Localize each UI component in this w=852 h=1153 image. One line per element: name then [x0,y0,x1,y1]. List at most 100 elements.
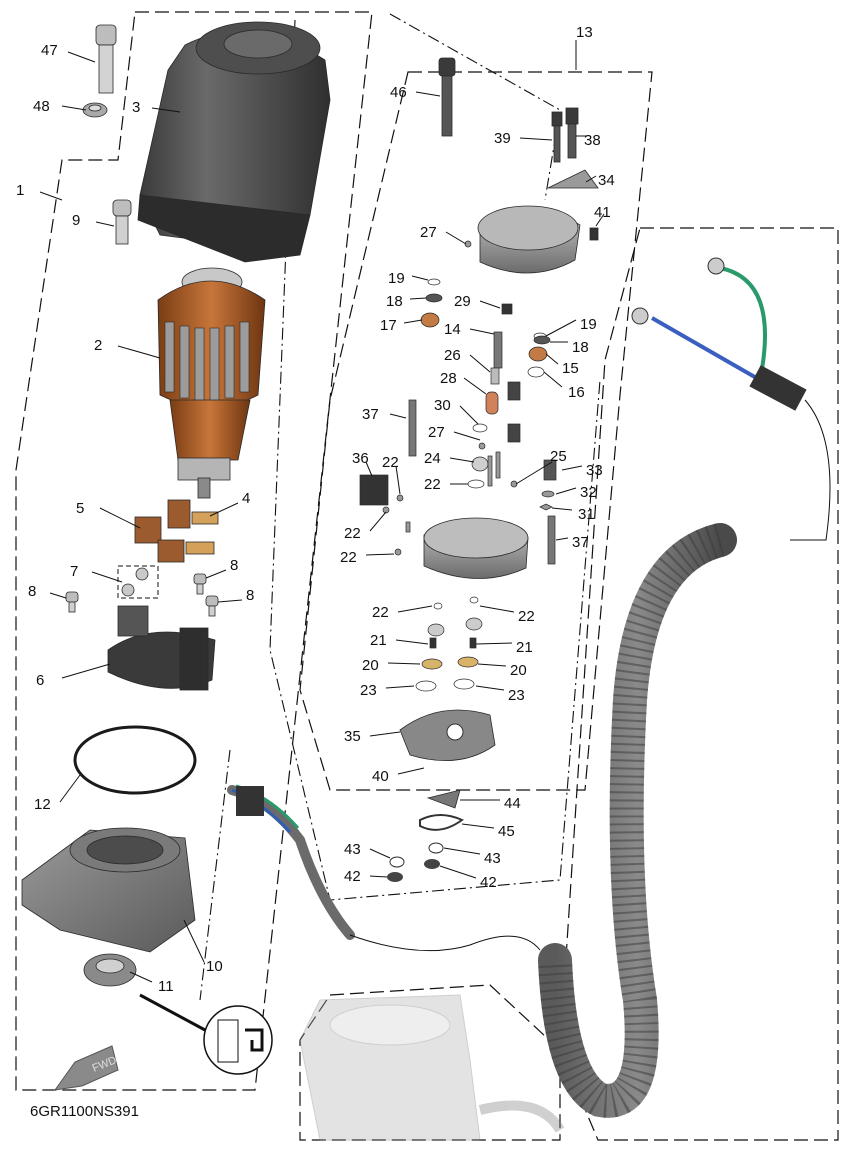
brush-holder-6 [107,605,216,691]
callout-14: 14 [444,321,461,338]
armature-2 [157,267,266,499]
brush-4 [167,499,219,529]
part-44 [426,789,461,809]
leader-line [551,507,573,511]
leader-line [387,662,421,665]
callout-2: 2 [94,337,102,354]
callout-22: 22 [344,525,361,542]
leader-line [49,592,67,599]
leader-line [453,431,481,441]
leader-line [369,731,401,737]
callout-20: 20 [362,657,379,674]
small-parts [359,240,557,692]
diagram-code: 6GR1100NS391 [30,1103,139,1120]
leader-line [117,345,161,359]
callout-33: 33 [586,462,603,479]
bolt-9 [112,199,132,245]
callout-25: 25 [550,448,567,465]
leader-line [469,328,495,335]
callout-27: 27 [428,424,445,441]
callout-4: 4 [242,490,250,507]
pump-body [423,517,529,579]
leader-line [411,275,429,281]
bolt-39 [551,111,563,163]
seal-detail-circle [139,993,273,1075]
leader-line [395,465,401,495]
leader-line [217,599,243,603]
callout-22: 22 [424,476,441,493]
leader-line [369,848,391,859]
screw-8 [65,573,219,617]
callout-27: 27 [420,224,437,241]
leader-line [403,319,423,324]
callout-43: 43 [484,850,501,867]
leader-line [477,663,507,667]
leader-line [205,569,227,579]
pump-cover [477,205,581,274]
callout-20: 20 [510,662,527,679]
leader-line [95,221,115,227]
leader-line [443,847,481,855]
callout-22: 22 [518,608,535,625]
leader-lines [39,40,605,983]
leader-line [555,537,569,541]
callout-38: 38 [584,132,601,149]
bolt-46 [438,57,456,137]
callout-47: 47 [41,42,58,59]
callout-23: 23 [360,682,377,699]
leader-line [545,319,577,337]
leader-line [585,175,597,183]
leader-line [151,107,181,113]
disc-42-left [387,872,403,882]
callout-1: 1 [16,182,24,199]
callout-18: 18 [572,339,589,356]
callout-18: 18 [386,293,403,310]
leader-line [415,91,441,97]
callout-3: 3 [132,99,140,116]
callout-23: 23 [508,687,525,704]
motor-yoke-3 [137,21,331,263]
callout-8: 8 [246,587,254,604]
callout-17: 17 [380,317,397,334]
o-ring-43-right [428,842,444,854]
bolt-47 [95,24,117,94]
callout-40: 40 [372,768,389,785]
leader-line [99,507,141,529]
callout-48: 48 [33,98,50,115]
leader-line [545,353,559,365]
leader-line [369,875,388,878]
leader-line [59,774,81,803]
callout-8: 8 [28,583,36,600]
leader-line [445,231,467,245]
callout-42: 42 [344,868,361,885]
callout-21: 21 [370,632,387,649]
leader-line [461,823,495,829]
leader-line [209,502,239,517]
callout-37: 37 [362,406,379,423]
leader-line [515,461,553,485]
leader-line [397,767,425,775]
callout-5: 5 [76,500,84,517]
disc-42-right [424,859,440,869]
leader-line [479,300,501,309]
leader-line [595,213,605,227]
leader-line [395,639,429,645]
callout-8: 8 [230,557,238,574]
callout-34: 34 [598,172,615,189]
leader-line [61,105,87,111]
o-ring-43-left [389,856,405,868]
leader-line [91,571,123,583]
callout-7: 7 [70,563,78,580]
callout-43: 43 [344,841,361,858]
leader-line [519,137,553,141]
callout-36: 36 [352,450,369,467]
callout-26: 26 [444,347,461,364]
leader-line [555,487,577,495]
plate-35 [399,709,496,761]
callout-44: 44 [504,795,521,812]
leader-line [397,605,433,613]
callout-22: 22 [340,549,357,566]
callout-29: 29 [454,293,471,310]
